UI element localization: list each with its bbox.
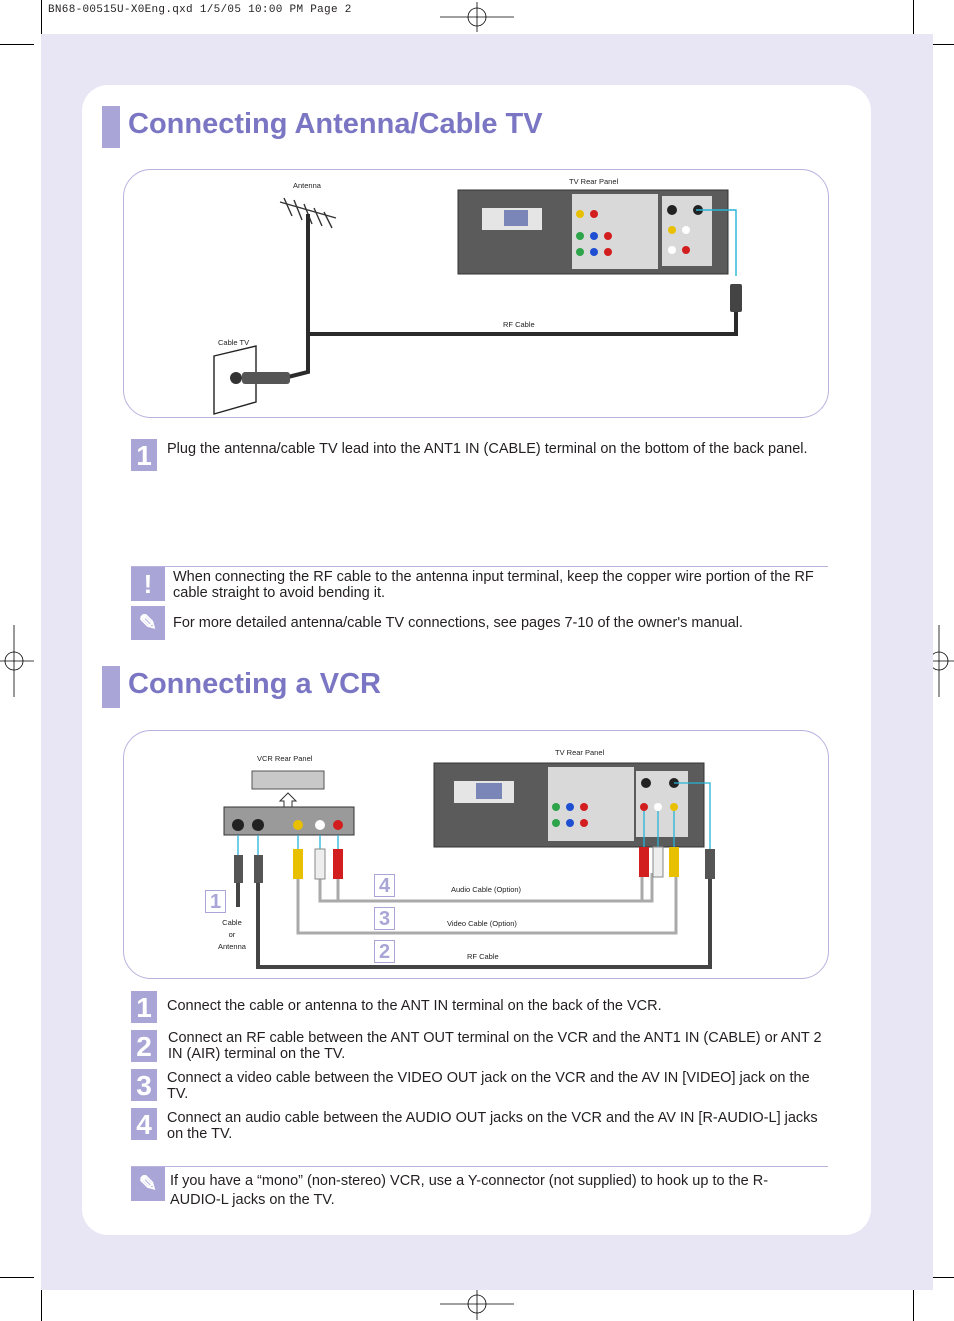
section-title-antenna: Connecting Antenna/Cable TV [128,108,543,140]
diagram-badge: 1 [205,890,226,913]
caution-icon: ! [131,567,165,601]
print-slug: BN68-00515U-X0Eng.qxd 1/5/05 10:00 PM Pa… [48,4,352,16]
step-text: Plug the antenna/cable TV lead into the … [167,441,808,457]
crop-mark [0,1277,34,1278]
step-number: 1 [131,439,157,471]
crop-mark [41,1288,42,1321]
label-tv-rear-panel: TV Rear Panel [555,748,605,757]
step-number: 1 [131,991,157,1023]
step-text: Connect a video cable between the VIDEO … [167,1070,810,1102]
label-vcr-rear-panel: VCR Rear Panel [257,754,313,763]
note-pencil-icon: ✎ [131,606,165,640]
section-title-bar [102,106,120,148]
label-audio-cable: Audio Cable (Option) [451,885,522,894]
diagram-badge: 2 [374,940,395,963]
registration-mark-top [440,2,514,32]
note-text: For more detailed antenna/cable TV conne… [173,615,743,631]
label-rf-cable: RF Cable [503,320,535,329]
section-title-vcr: Connecting a VCR [128,668,381,700]
crop-mark [920,1277,954,1278]
step-number: 4 [131,1108,157,1140]
antenna-diagram [213,189,742,415]
caution-text: When connecting the RF cable to the ante… [173,569,814,601]
note-pencil-icon: ✎ [131,1167,165,1201]
step-number: 3 [131,1069,157,1101]
divider [131,1166,828,1167]
label-rf-cable: RF Cable [467,952,499,961]
diagram-badge: 3 [374,907,395,930]
note-text: If you have a “mono” (non-stereo) VCR, u… [170,1173,769,1208]
crop-mark [913,1288,914,1321]
step-text: Connect an RF cable between the ANT OUT … [168,1030,822,1062]
step-text: Connect the cable or antenna to the ANT … [167,998,662,1014]
registration-mark-bottom [440,1290,514,1320]
label-tv-rear-panel: TV Rear Panel [569,177,619,186]
label-video-cable: Video Cable (Option) [447,919,517,928]
label-cable-tv: Cable TV [218,338,250,347]
section-title-bar [102,666,120,708]
crop-mark [920,44,954,45]
divider [131,566,828,567]
crop-mark [0,44,34,45]
label-antenna: Antenna [293,181,321,190]
registration-mark-left [0,625,34,697]
step-text: Connect an audio cable between the AUDIO… [167,1110,818,1142]
vcr-rear-panel [223,806,355,836]
vcr-diagram-panel: VCR Rear Panel TV Rear Panel Audio Cable… [123,730,829,979]
crop-mark [41,0,42,34]
antenna-diagram-panel: Antenna TV Rear Panel RF Cable Cable TV [123,169,829,418]
label-cable-or-antenna: Cable or Antenna [218,918,246,951]
vcr-icon [251,770,325,790]
step-number: 2 [131,1030,157,1062]
vcr-diagram [223,762,715,969]
diagram-badge: 4 [374,874,395,897]
crop-mark [913,0,914,34]
antenna-icon [279,197,337,229]
